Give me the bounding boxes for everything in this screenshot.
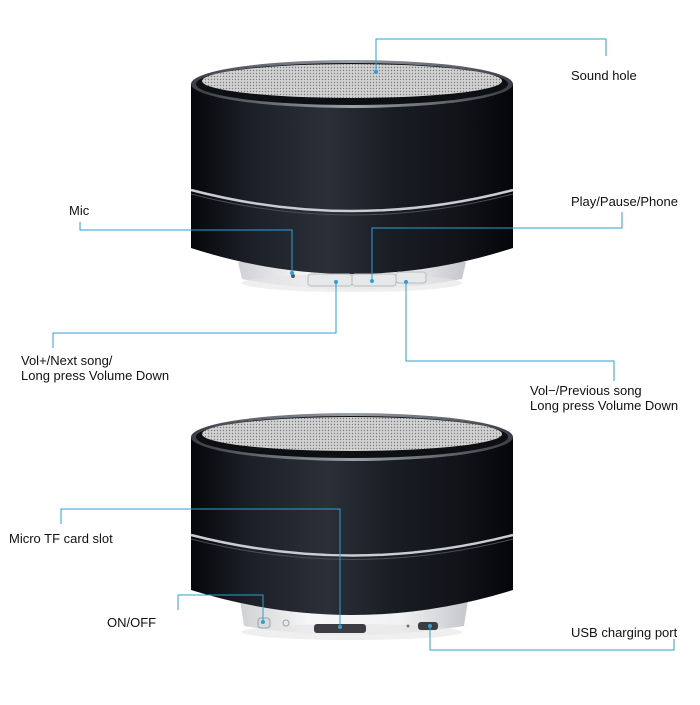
label-micro-tf: Micro TF card slot (9, 531, 113, 546)
label-vol-plus-line2: Long press Volume Down (21, 368, 170, 383)
label-vol-plus-line1: Vol+/Next song/ (21, 353, 113, 368)
label-play-pause-phone: Play/Pause/Phone (571, 194, 678, 209)
bottom-speaker-band (190, 533, 514, 557)
label-vol-minus-line2: Long press Volume Down (530, 398, 679, 413)
leader-vol-plus (52, 282, 337, 348)
leader-vol-minus (405, 282, 615, 381)
leader-micro-tf (60, 508, 341, 627)
label-mic: Mic (69, 203, 90, 218)
top-speaker-button-vol-minus (395, 271, 427, 284)
leader-usb (429, 626, 675, 651)
leader-sound-hole (375, 38, 607, 72)
bottom-speaker-body (191, 437, 513, 615)
top-speaker-body (191, 84, 513, 274)
top-speaker-grille (202, 64, 502, 98)
label-sound-hole: Sound hole (571, 68, 637, 83)
leader-play-pause (371, 212, 623, 280)
label-vol-minus-line1: Vol−/Previous song (530, 383, 642, 398)
label-vol-plus: Vol+/Next song/ Long press Volume Down (21, 353, 169, 383)
top-speaker (190, 60, 514, 292)
leader-lines (52, 38, 675, 651)
top-speaker-button-play (351, 273, 397, 287)
leader-mic (79, 222, 293, 272)
bottom-speaker-grille (202, 417, 502, 451)
top-speaker-button-vol-plus (307, 273, 353, 287)
leader-on-off (177, 594, 264, 622)
bottom-speaker (190, 413, 514, 640)
top-speaker-band (190, 188, 514, 213)
label-usb-charging: USB charging port (571, 625, 678, 640)
label-vol-minus: Vol−/Previous song Long press Volume Dow… (530, 383, 678, 413)
label-on-off: ON/OFF (107, 615, 157, 630)
